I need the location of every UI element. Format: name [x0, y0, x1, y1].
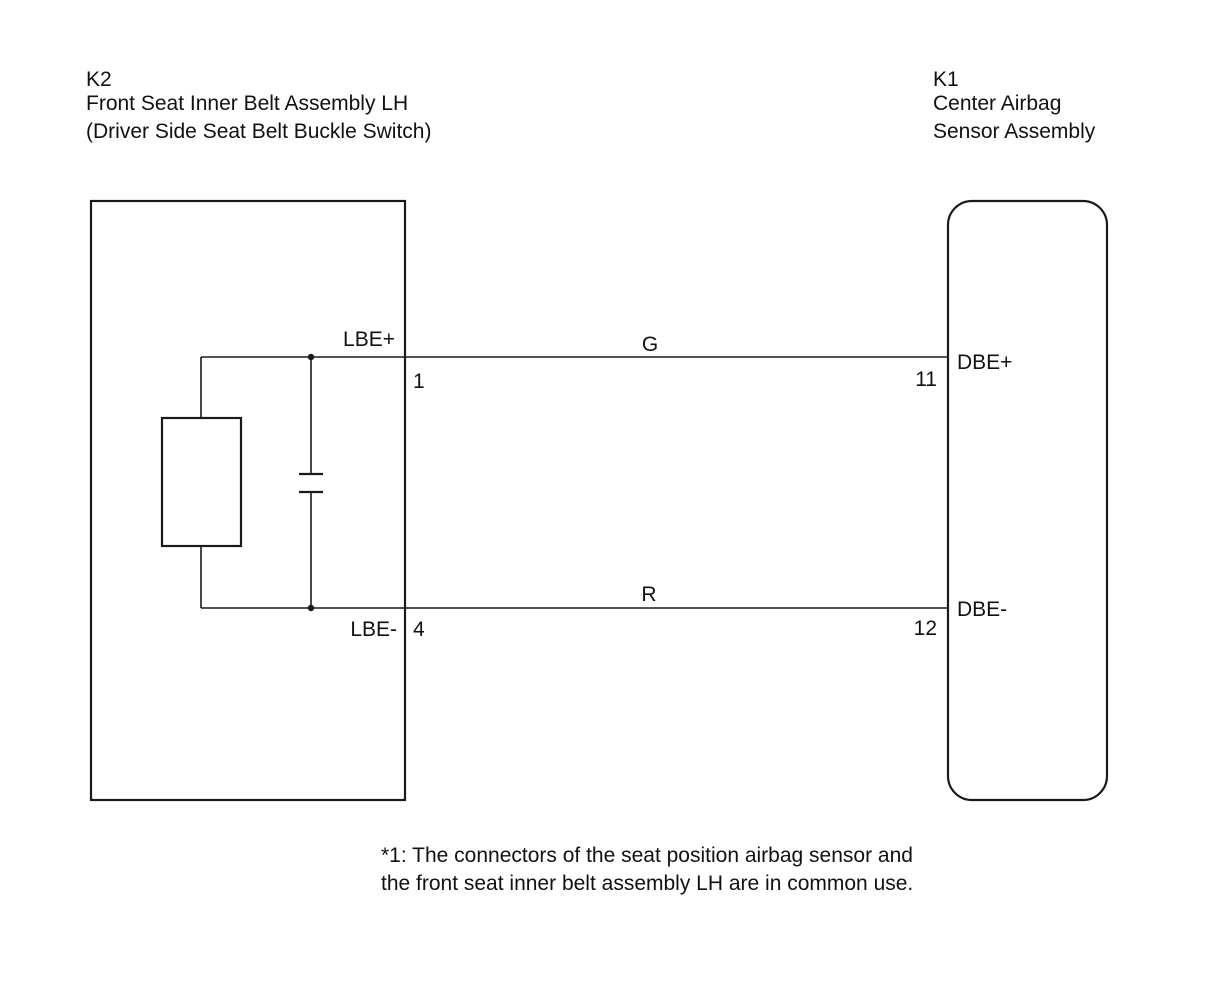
k2-component-subtitle: (Driver Side Seat Belt Buckle Switch) [86, 120, 431, 143]
k1-terminal-name-dbe-minus: DBE- [957, 598, 1007, 621]
footnote-line-1: *1: The connectors of the seat position … [381, 844, 913, 867]
k1-pin-11: 11 [915, 368, 937, 391]
k1-component-box [946, 199, 1109, 802]
k1-component-name-line1: Center Airbag [933, 92, 1061, 115]
k2-terminal-name-lbe-minus: LBE- [350, 618, 397, 641]
footnote-line-2: the front seat inner belt assembly LH ar… [381, 872, 913, 895]
k2-pin-4: 4 [413, 618, 425, 641]
junction-dot-bottom [307, 604, 315, 612]
wire-color-label-red: R [641, 583, 656, 606]
k2-terminal-name-lbe-plus: LBE+ [343, 328, 395, 351]
k1-terminal-name-dbe-plus: DBE+ [957, 351, 1012, 374]
k1-component-name-line2: Sensor Assembly [933, 120, 1096, 143]
k1-pin-12: 12 [914, 617, 937, 640]
buckle-switch-resistor [160, 416, 243, 548]
k1-connector-id: K1 [933, 68, 959, 91]
k2-pin-1: 1 [413, 370, 425, 393]
k2-component-name: Front Seat Inner Belt Assembly LH [86, 92, 408, 115]
k2-connector-id: K2 [86, 68, 112, 91]
k2-component-box [89, 199, 407, 802]
wire-color-label-green: G [642, 333, 658, 356]
junction-dot-top [307, 353, 315, 361]
